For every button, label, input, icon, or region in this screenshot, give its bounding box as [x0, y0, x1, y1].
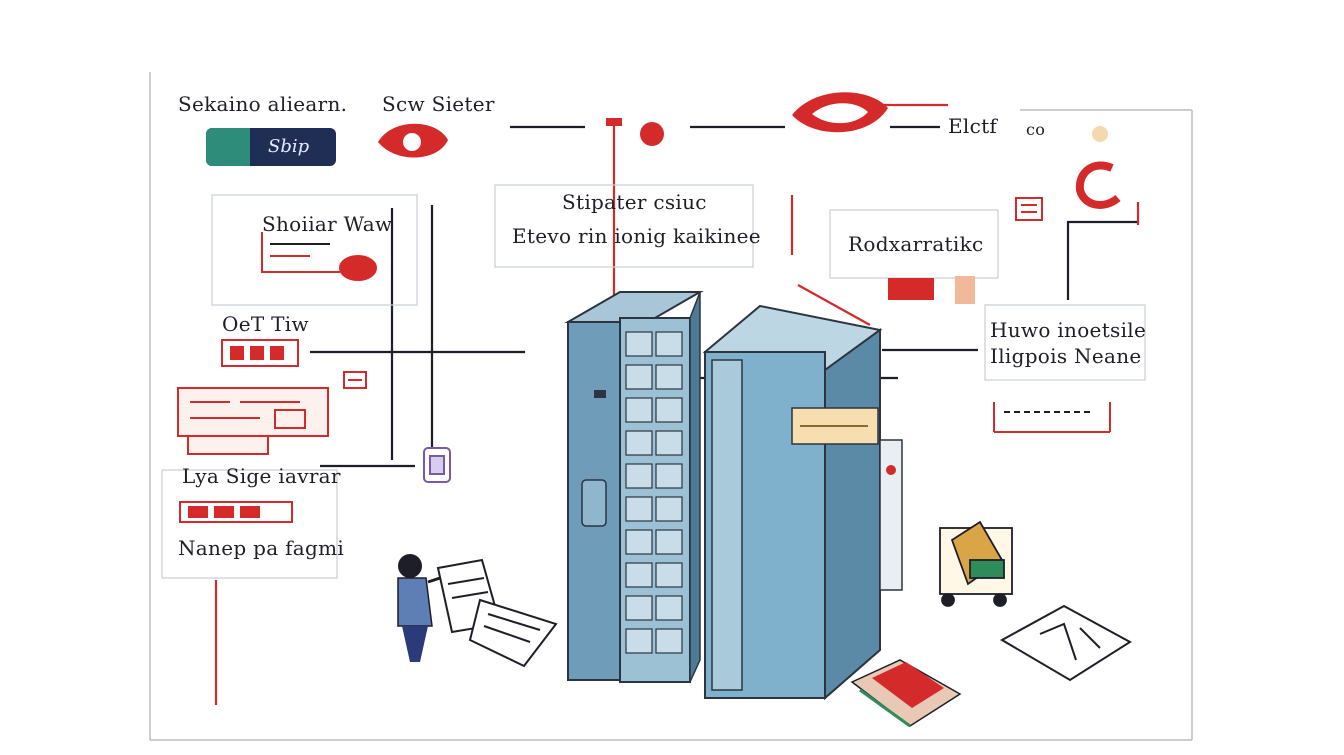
red-pin-icon — [606, 118, 664, 146]
drive-bay — [625, 364, 653, 390]
label-center-line2: Etevo rin ionig kaikinee — [512, 224, 761, 248]
label-boxes — [161, 184, 1146, 579]
label-left-small: OeT Tiw — [222, 312, 309, 336]
drive-bay — [655, 364, 683, 390]
cart-illustration — [939, 520, 1013, 607]
drive-bay — [655, 529, 683, 555]
server-tower — [564, 291, 903, 701]
left-widget-small — [221, 339, 299, 367]
drive-bay — [625, 463, 653, 489]
label-right-box-line1: Huwo inoetsile — [990, 318, 1147, 342]
right-red-widget — [888, 276, 975, 304]
pill-accent — [206, 128, 250, 166]
red-ring-icon — [1075, 126, 1121, 209]
drive-bay — [625, 562, 653, 588]
label-top-mid: Scw Sieter — [382, 92, 495, 116]
drive-bay — [625, 397, 653, 423]
server-tag — [791, 407, 879, 445]
red-eye-icon — [792, 92, 888, 133]
server-drive-bays — [625, 331, 683, 654]
drive-bay — [655, 430, 683, 456]
left-widget-panel — [177, 387, 329, 455]
open-book-illustration — [850, 659, 962, 728]
tray-illustration — [999, 604, 1132, 682]
drive-bay — [655, 463, 683, 489]
outer-frame — [149, 72, 1193, 741]
label-center-line1: Stipater csiuc — [562, 190, 707, 214]
pill-label: Sbip — [268, 136, 310, 157]
person-illustration — [397, 554, 471, 662]
drive-bay — [655, 595, 683, 621]
label-left-bottom: Nanep pa fagmi — [178, 536, 345, 560]
drive-bay — [625, 595, 653, 621]
drive-bay — [625, 628, 653, 654]
right-red-bar — [993, 402, 1111, 433]
inner-left-chart — [261, 232, 377, 281]
label-left-box: Shoiiar Waw — [262, 212, 393, 236]
phone-icon — [423, 447, 451, 483]
drive-bay — [655, 628, 683, 654]
drive-bay — [625, 331, 653, 357]
drive-bay — [655, 562, 683, 588]
red-arrow-icon — [378, 123, 448, 158]
left-widget-strip — [179, 501, 293, 523]
service-pill: Sbip — [206, 128, 336, 166]
drive-bay — [655, 331, 683, 357]
label-right-mid: Rodxarratikc — [848, 232, 984, 256]
document-sheets — [436, 558, 558, 668]
label-right-box-line2: Iligpois Neane — [990, 344, 1142, 368]
drive-bay — [655, 496, 683, 522]
drive-bay — [655, 397, 683, 423]
drive-bay — [625, 430, 653, 456]
drive-bay — [625, 496, 653, 522]
drive-bay — [625, 529, 653, 555]
label-top-right-small: co — [1026, 120, 1046, 139]
label-top-right: Elctf — [948, 114, 998, 138]
label-left-lower: Lya Sige iavrar — [182, 464, 341, 488]
label-top-left: Sekaino aliearn. — [178, 92, 348, 116]
document-icon — [343, 197, 1043, 389]
